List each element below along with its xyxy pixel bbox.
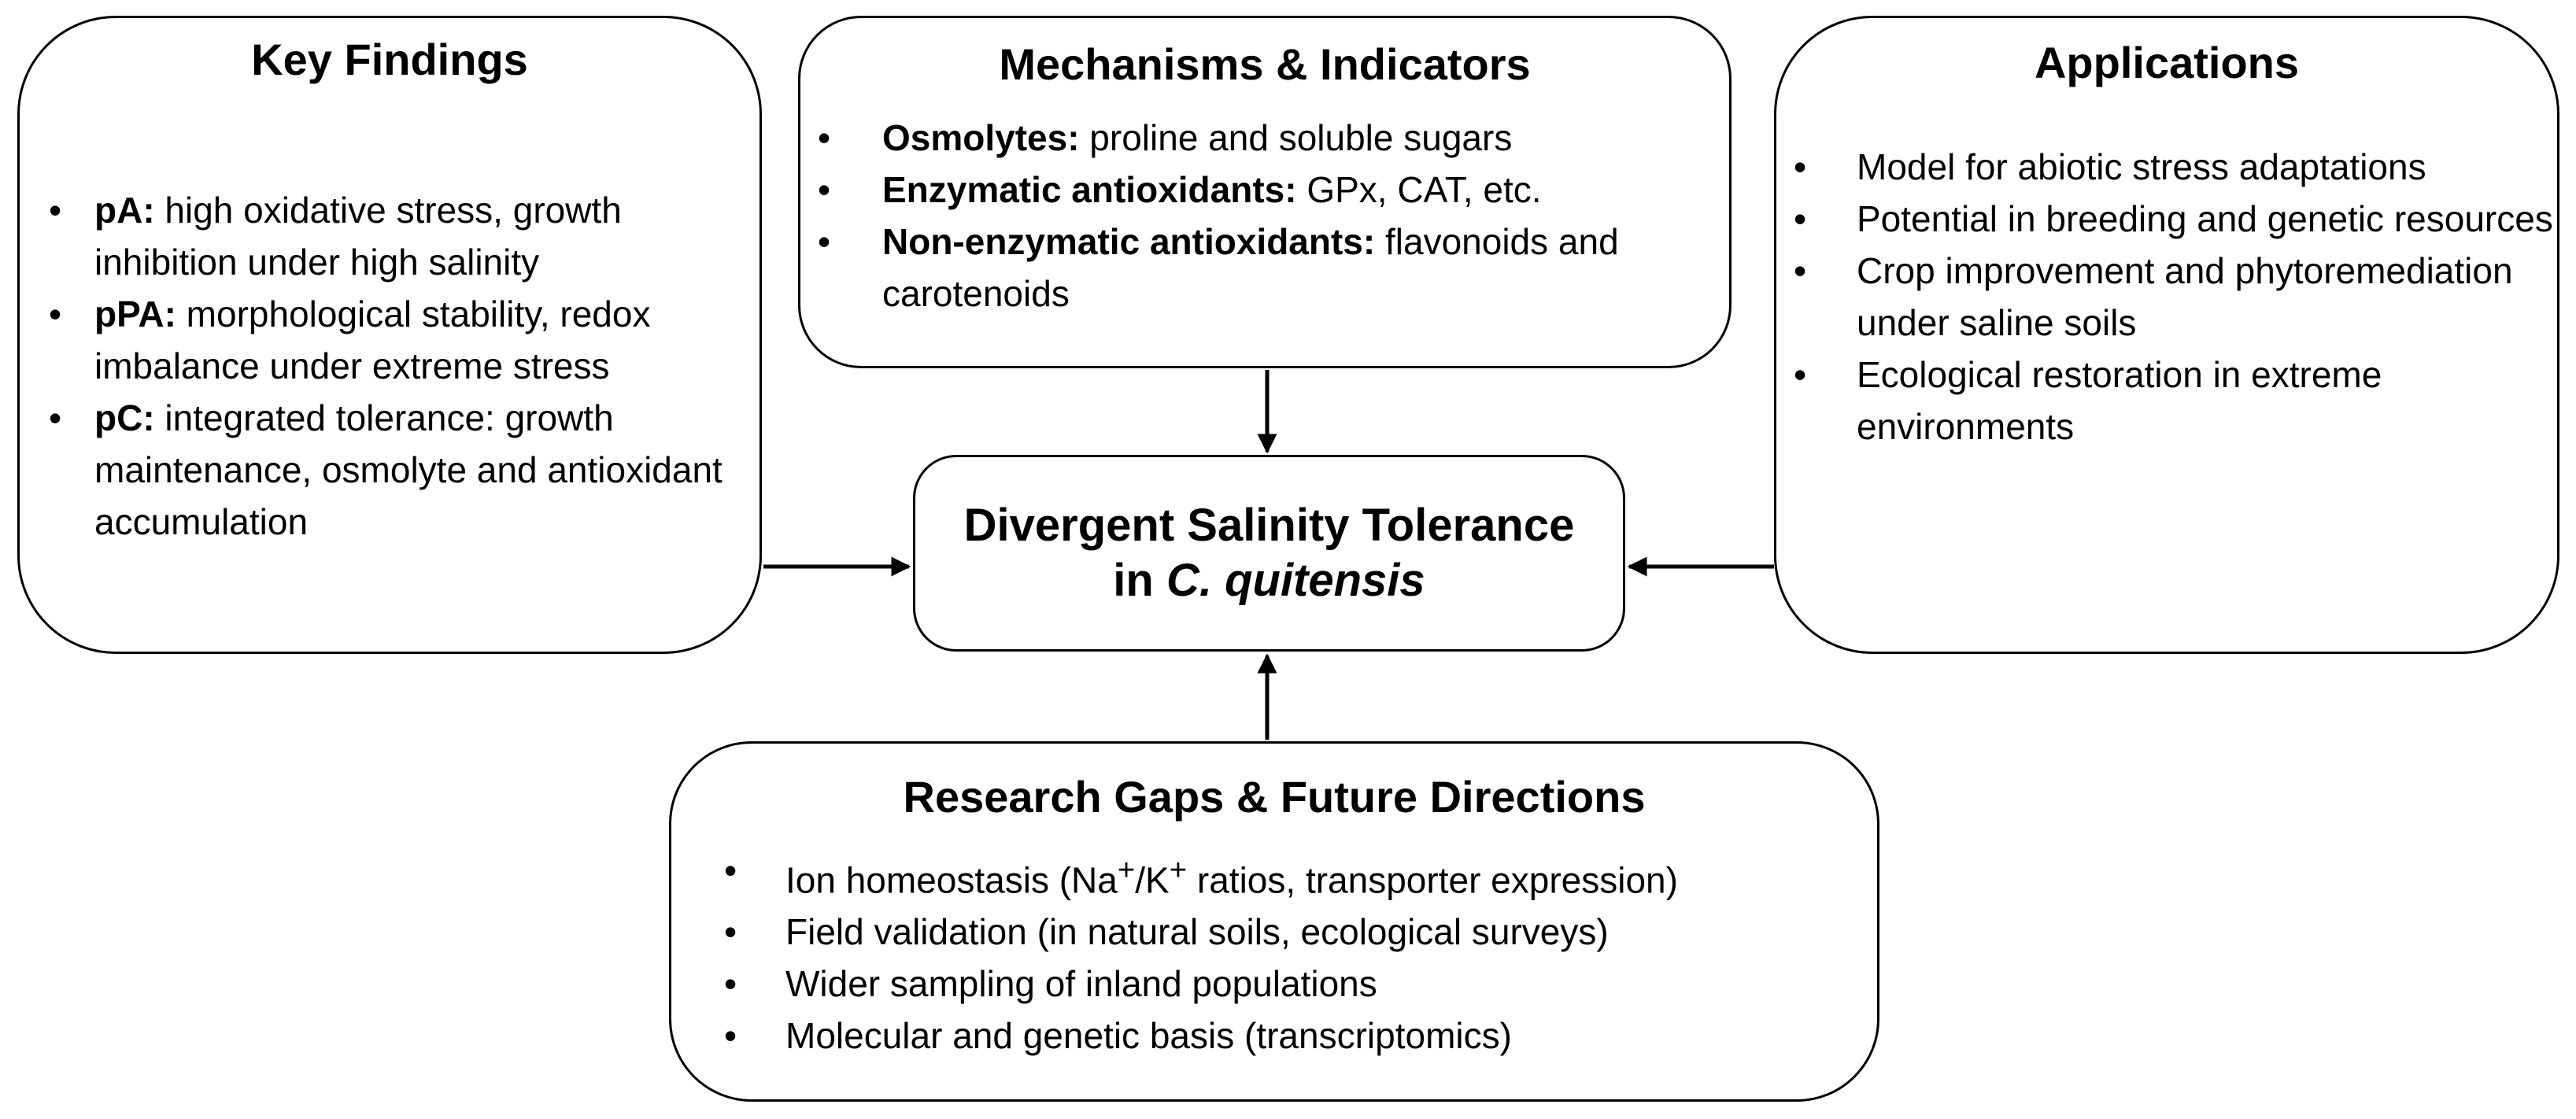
species-name: C. quitensis xyxy=(1166,555,1425,606)
research-gaps-list: •Ion homeostasis (Na+/K+ ratios, transpo… xyxy=(671,844,1877,1062)
mechanisms-title: Mechanisms & Indicators xyxy=(999,39,1531,89)
application-text: Ecological restoration in extreme enviro… xyxy=(1857,354,2382,447)
gap-text-post: ratios, transporter expression) xyxy=(1187,859,1678,901)
mechanisms-box: Mechanisms & Indicators • Osmolytes: prol… xyxy=(798,16,1732,368)
gap-text-mid: /K xyxy=(1135,859,1170,901)
gap-text-pre: Ion homeostasis (Na xyxy=(785,859,1118,901)
gap-text: Molecular and genetic basis (transcripto… xyxy=(785,1015,1512,1057)
application-item: • Model for abiotic stress adaptations xyxy=(1776,141,2557,193)
research-gaps-title: Research Gaps & Future Directions xyxy=(903,772,1646,822)
finding-label: pC: xyxy=(94,397,155,438)
bullet-icon: • xyxy=(817,221,831,262)
application-item: • Ecological restoration in extreme envir… xyxy=(1776,349,2557,452)
mechanism-item: • Enzymatic antioxidants: GPx, CAT, etc. xyxy=(800,164,1729,216)
mechanism-item: • Non-enzymatic antioxidants: flavonoids … xyxy=(800,216,1729,319)
application-text: Crop improvement and phytoremediation un… xyxy=(1857,250,2513,343)
application-item: • Potential in breeding and genetic resou… xyxy=(1776,193,2557,245)
bullet-icon: • xyxy=(48,294,62,334)
applications-title: Applications xyxy=(2034,38,2300,87)
central-topic-title: Divergent Salinity Tolerance in C. quite… xyxy=(964,498,1575,608)
bullet-icon: • xyxy=(723,963,737,1005)
finding-item: • pC: integrated tolerance: growth mainte… xyxy=(20,392,759,548)
finding-label: pA: xyxy=(94,190,155,231)
bullet-icon: • xyxy=(723,850,737,891)
finding-item: • pA: high oxidative stress, growth inhib… xyxy=(20,184,759,288)
research-gaps-box: Research Gaps & Future Directions • Ion h… xyxy=(669,741,1879,1102)
bullet-icon: • xyxy=(817,169,831,210)
key-findings-title: Key Findings xyxy=(251,35,528,84)
mechanism-label: Non-enzymatic antioxidants: xyxy=(882,221,1376,262)
bullet-icon: • xyxy=(48,397,62,438)
bullet-icon: • xyxy=(817,117,831,158)
mechanism-text: flavonoids and carotenoids xyxy=(882,221,1619,314)
applications-list: • Model for abiotic stress adaptations • P… xyxy=(1776,141,2557,452)
central-topic-box: Divergent Salinity Tolerance in C. quite… xyxy=(913,455,1625,652)
gap-item: • Field validation (in natural soils, eco… xyxy=(671,906,1877,958)
central-topic-line1: Divergent Salinity Tolerance xyxy=(963,500,1575,551)
bullet-icon: • xyxy=(1793,146,1807,187)
finding-text: high oxidative stress, growth inhibition… xyxy=(94,190,622,283)
applications-box: Applications • Model for abiotic stress a… xyxy=(1774,16,2559,654)
superscript-plus: + xyxy=(1117,853,1136,887)
application-text: Model for abiotic stress adaptations xyxy=(1857,146,2426,187)
key-findings-box: Key Findings • pA: high oxidative stress,… xyxy=(17,16,762,654)
finding-text: morphological stability, redox imbalance… xyxy=(94,294,651,386)
bullet-icon: • xyxy=(48,190,62,231)
key-findings-list: • pA: high oxidative stress, growth inhib… xyxy=(20,184,759,548)
bullet-icon: • xyxy=(1793,250,1807,291)
gap-text: Wider sampling of inland populations xyxy=(785,963,1377,1005)
finding-text: integrated tolerance: growth maintenance… xyxy=(94,397,723,542)
bullet-icon: • xyxy=(723,1015,737,1057)
mechanism-label: Osmolytes: xyxy=(882,117,1080,158)
mechanism-text: GPx, CAT, etc. xyxy=(1296,169,1542,210)
bullet-icon: • xyxy=(1793,198,1807,239)
central-topic-line2-prefix: in xyxy=(1113,555,1166,606)
application-item: • Crop improvement and phytoremediation u… xyxy=(1776,245,2557,349)
finding-label: pPA: xyxy=(94,294,176,334)
finding-item: • pPA: morphological stability, redox imb… xyxy=(20,288,759,392)
gap-text: Field validation (in natural soils, ecol… xyxy=(785,911,1609,953)
bullet-icon: • xyxy=(1793,354,1807,395)
bullet-icon: • xyxy=(723,911,737,953)
gap-item: • Molecular and genetic basis (transcript… xyxy=(671,1010,1877,1062)
mechanism-item: • Osmolytes: proline and soluble sugars xyxy=(800,112,1729,164)
mechanisms-list: • Osmolytes: proline and soluble sugars •… xyxy=(800,112,1729,319)
gap-item: • Wider sampling of inland populations xyxy=(671,958,1877,1010)
application-text: Potential in breeding and genetic resour… xyxy=(1857,198,2553,239)
gap-item: •Ion homeostasis (Na+/K+ ratios, transpo… xyxy=(671,844,1877,906)
mechanism-label: Enzymatic antioxidants: xyxy=(882,169,1297,210)
superscript-plus: + xyxy=(1169,853,1188,887)
mechanism-text: proline and soluble sugars xyxy=(1079,117,1513,158)
